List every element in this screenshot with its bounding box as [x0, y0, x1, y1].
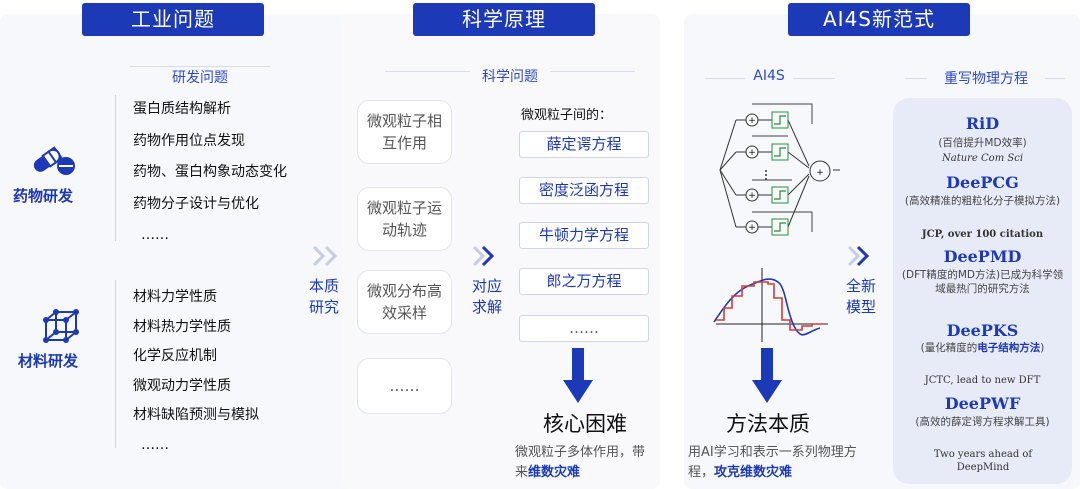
- list-item: 蛋白质结构解析: [133, 101, 231, 117]
- model-ref: JCTC, lead to new DFT: [924, 375, 1041, 386]
- model-name: DeePWF: [944, 394, 1021, 413]
- equation-box: 郎之万方程: [519, 268, 649, 295]
- header-industry: 工业问题: [82, 3, 264, 36]
- subhead-rewrite: 重写物理方程: [927, 68, 1045, 88]
- industry-panel: [0, 14, 388, 489]
- subhead-ai4s: AI4S: [745, 68, 793, 84]
- chevron-icon: [471, 244, 497, 272]
- model-name: DeePKS: [946, 321, 1019, 340]
- equation-box: 密度泛函方程: [519, 177, 649, 204]
- list-item: 药物、蛋白构象动态变化: [133, 164, 287, 180]
- material-rd-label: 材料研发: [18, 352, 79, 370]
- equation-box: 薛定谔方程: [519, 131, 649, 158]
- model-name: DeePCG: [946, 173, 1019, 192]
- subhead-science-problem: 科学问题: [470, 66, 550, 86]
- svg-text:+: +: [748, 116, 756, 126]
- model-ref: JCP, over 100 citation: [921, 229, 1044, 240]
- double-chevron-icon: [311, 244, 341, 272]
- list-item: 化学反应机制: [133, 348, 217, 364]
- subhead-line: [130, 66, 270, 67]
- model-desc: (高效的薛定谔方程求解工具): [915, 416, 1050, 428]
- drug-items-list: 蛋白质结构解析 药物作用位点发现 药物、蛋白构象动态变化 药物分子设计与优化 ……: [133, 94, 287, 252]
- arrow-label-solve: 对应求解: [471, 277, 502, 316]
- core-difficulty-title: 核心困难: [543, 412, 627, 436]
- svg-text:+: +: [748, 223, 756, 233]
- model-ref: Nature Com Sci: [941, 153, 1024, 164]
- between-label: 微观粒子间的：: [521, 108, 613, 123]
- arrow-label-essence: 本质研究: [308, 277, 339, 316]
- down-arrow-icon: [752, 348, 782, 408]
- drug-rd-label: 药物研发: [13, 187, 74, 205]
- svg-text:+: +: [748, 191, 756, 201]
- list-item: 微观动力学性质: [133, 377, 231, 394]
- model-desc: (百倍提升MD效率): [938, 137, 1027, 149]
- header-ai4s: AI4S新范式: [788, 3, 970, 36]
- problem-box: 微观粒子运动轨迹: [357, 187, 452, 251]
- list-item: 材料热力学性质: [133, 318, 231, 335]
- method-essence-title: 方法本质: [726, 412, 810, 436]
- model-ref: Two years ahead of DeepMind: [933, 449, 1033, 473]
- material-items-list: 材料力学性质 材料热力学性质 化学反应机制 微观动力学性质 材料缺陷预测与模拟 …: [133, 283, 259, 460]
- material-bracket: [115, 280, 116, 448]
- svg-text:+: +: [816, 168, 824, 178]
- equation-box: 牛顿力学方程: [519, 222, 649, 249]
- model-desc: (高效精准的粗粒化分子模拟方法): [904, 195, 1061, 207]
- chevron-icon: [846, 244, 872, 272]
- model-desc: (DFT精度的MD方法)已成为科学领域最热门的研究方法: [901, 269, 1064, 295]
- arrow-label-new-model: 全新模型: [845, 277, 876, 316]
- problem-box: ……: [357, 358, 452, 414]
- model-name: RiD: [965, 114, 1000, 133]
- down-arrow-icon: [563, 348, 593, 408]
- svg-text:+: +: [748, 148, 756, 158]
- list-item: 材料缺陷预测与模拟: [133, 407, 259, 423]
- list-item: ……: [141, 227, 169, 243]
- models-panel: [893, 98, 1072, 484]
- core-difficulty-note: 微观粒子多体作用，带来维数灾难: [515, 445, 646, 480]
- method-essence-note: 用AI学习和表示一系列物理方程，攻克维数灾难: [688, 445, 857, 480]
- header-science: 科学原理: [413, 3, 595, 36]
- problem-box: 微观粒子相互作用: [357, 100, 452, 164]
- pill-icon: [30, 146, 78, 182]
- list-item: ……: [141, 436, 169, 453]
- list-item: 药物作用位点发现: [133, 132, 245, 149]
- list-item: 药物分子设计与优化: [133, 195, 259, 212]
- fit-curve-icon: [712, 262, 832, 351]
- neural-network-icon: + + + + +: [712, 100, 842, 244]
- model-desc: (量化精度的电子结构方法): [920, 342, 1045, 354]
- equation-box: ……: [519, 315, 649, 342]
- drug-bracket: [115, 95, 116, 241]
- molecule-cube-icon: [40, 308, 82, 350]
- list-item: 材料力学性质: [133, 289, 217, 305]
- model-name: DeePMD: [943, 247, 1022, 266]
- problem-box: 微观分布高效采样: [357, 270, 452, 334]
- subhead-rd: 研发问题: [160, 67, 240, 87]
